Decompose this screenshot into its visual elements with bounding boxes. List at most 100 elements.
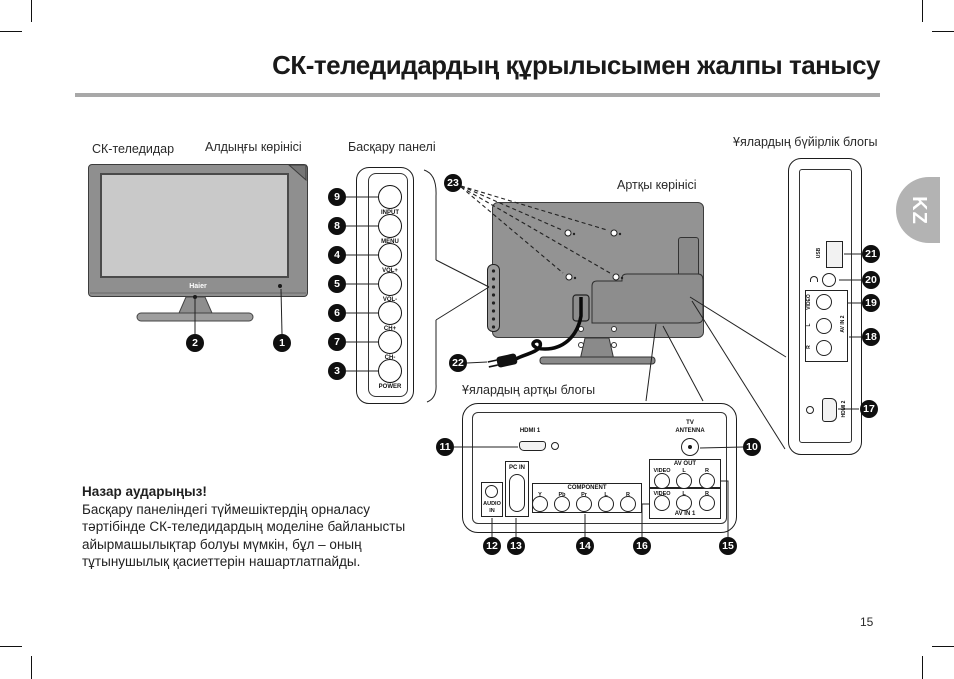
callout-12-audio-in: 12 [483, 537, 501, 555]
av-out-r-label: R [705, 468, 709, 474]
component-pr-jack [576, 496, 592, 512]
vol-down-button-label: VOL- [382, 297, 398, 303]
hdmi1-port [519, 441, 546, 451]
front-stand-base [136, 312, 254, 322]
ch-down-button [378, 330, 402, 354]
attention-note: Назар аударыңыз! Басқару панеліндегі түй… [82, 483, 432, 571]
kz-language-tab: KZ [896, 177, 940, 243]
callout-14-component: 14 [576, 537, 594, 555]
antenna-jack-pin [688, 445, 692, 449]
component-r-jack [620, 496, 636, 512]
power-button-label: POWER [378, 384, 402, 390]
rear-stand-neck [579, 337, 615, 361]
vol-up-button [378, 243, 402, 267]
pc-in-label: PC IN [508, 465, 525, 471]
usb-port [826, 241, 843, 268]
av-in2-r-label: R [806, 345, 812, 349]
av-in1-video-label: VIDEO [653, 491, 671, 497]
callout-1-indicator: 1 [273, 334, 291, 352]
control-panel-label: Басқару панелі [348, 140, 436, 154]
crop-mark [0, 31, 22, 32]
crop-mark [0, 646, 22, 647]
hdmi2-port [822, 398, 837, 422]
callout-4-vol-up: 4 [328, 246, 346, 264]
hdmi1-screw-hole [551, 442, 559, 450]
callout-13-pc-in: 13 [507, 537, 525, 555]
callout-2-ir-sensor: 2 [186, 334, 204, 352]
crop-mark [932, 646, 954, 647]
component-y-label: Y [538, 492, 542, 498]
power-indicator-dot [278, 284, 282, 288]
component-r-label: R [626, 492, 630, 498]
callout-9-input: 9 [328, 188, 346, 206]
component-pr-label: Pr [581, 492, 587, 498]
av-in2-video-label: VIDEO [806, 294, 812, 310]
av-out-r-jack [699, 473, 715, 489]
tv-screen [100, 173, 289, 278]
front-view-label: Алдыңғы көрінісі [205, 140, 302, 154]
vga-port [509, 474, 525, 512]
side-jacks-label: Ұялардың бүйірлік блогы [733, 135, 878, 149]
note-line: тұтынушылық қасиеттерін нашартлатпайды. [82, 554, 361, 569]
av-in1-r-jack [699, 495, 715, 511]
audio-in-jack [485, 485, 498, 498]
usb-label: USB [816, 247, 822, 259]
ch-down-button-label: CH- [384, 355, 396, 361]
ch-up-button [378, 301, 402, 325]
av-out-label: AV OUT [673, 461, 697, 467]
av-in2-video-jack [816, 294, 832, 310]
av-in1-r-label: R [705, 491, 709, 497]
ch-up-button-label: CH+ [383, 326, 397, 332]
antenna-label-1: TV [686, 420, 694, 426]
page-title: СК-теледидардың құрылысымен жалпы танысу [272, 50, 880, 80]
callout-3-power: 3 [328, 362, 346, 380]
callout-20-headphone: 20 [862, 271, 880, 289]
callout-7-ch-dn: 7 [328, 333, 346, 351]
component-l-label: L [604, 492, 608, 498]
headphone-jack [822, 273, 836, 287]
callout-22-power-plug: 22 [449, 354, 467, 372]
component-l-jack [598, 496, 614, 512]
component-pb-jack [554, 496, 570, 512]
av-in2-l-jack [816, 318, 832, 334]
callout-18-av-in2-lr: 18 [862, 328, 880, 346]
av-in2-l-label: L [806, 323, 812, 327]
av-out-l-label: L [682, 468, 686, 474]
crop-mark [31, 656, 32, 679]
tv-rear-body [492, 202, 704, 338]
hdmi2-screw-hole [806, 406, 814, 414]
callout-5-vol-dn: 5 [328, 275, 346, 293]
page-number: 15 [860, 615, 874, 629]
front-stand-neck [178, 296, 213, 314]
lcd-tv-label: СК-теледидар [92, 142, 175, 156]
audio-in-label-1: AUDIO [483, 501, 501, 507]
note-line: тәртібінде СК-теледидардың моделіне байл… [82, 519, 406, 534]
av-in2-label: AV IN 2 [840, 315, 846, 333]
callout-15-av-out: 15 [719, 537, 737, 555]
callout-8-menu: 8 [328, 217, 346, 235]
audio-in-label-2: IN [489, 508, 495, 514]
callout-23-vesa-screws: 23 [444, 174, 462, 192]
note-heading: Назар аударыңыз! [82, 484, 207, 499]
brand-logo: Haier [189, 283, 207, 290]
power-button [378, 359, 402, 383]
note-line: айырмашылықтар болуы мүмкін, бұл – оның [82, 536, 362, 552]
component-pb-label: Pb [558, 492, 566, 498]
av-out-l-jack [676, 473, 692, 489]
rear-side-button-strip [487, 264, 500, 332]
note-line: Басқару панеліндегі түймешіктердің орнал… [82, 501, 370, 517]
callout-11-hdmi1: 11 [436, 438, 454, 456]
hdmi2-label: HDMI 2 [841, 400, 847, 418]
input-button [378, 185, 402, 209]
av-in1-l-label: L [682, 491, 686, 497]
av-in1-l-jack [676, 495, 692, 511]
power-plug [487, 353, 518, 368]
ir-sensor-dot [193, 295, 197, 299]
rear-jacks-label: Ұялардың артқы блогы [462, 383, 596, 397]
av-out-video-jack [654, 473, 670, 489]
vol-up-button-label: VOL+ [382, 268, 398, 274]
hdmi1-label: HDMI 1 [519, 428, 541, 434]
callout-17-hdmi2: 17 [860, 400, 878, 418]
input-button-label: INPUT [381, 210, 399, 216]
av-in1-video-jack [654, 495, 670, 511]
